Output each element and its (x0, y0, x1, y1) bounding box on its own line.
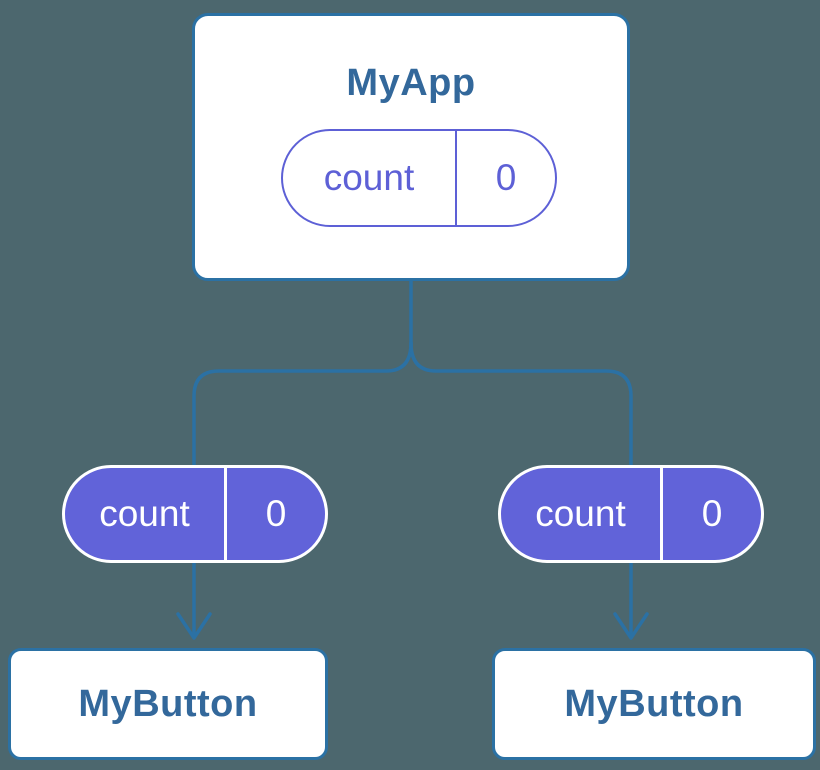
myapp-component-card: MyApp count 0 (192, 13, 630, 281)
arrow-down-icon (176, 612, 212, 640)
state-value: 0 (224, 468, 325, 560)
mybutton-component-card-right: MyButton (492, 648, 816, 760)
mybutton-component-card-left: MyButton (8, 648, 328, 760)
child-state-pill-right: count 0 (498, 465, 764, 563)
component-name: MyButton (564, 682, 744, 725)
branch-left-line (192, 341, 413, 638)
state-value: 0 (660, 468, 761, 560)
root-state-pill: count 0 (281, 129, 557, 227)
state-key-label: count (535, 493, 626, 534)
state-key-label: count (323, 157, 415, 198)
arrow-down-icon (613, 612, 649, 640)
child-state-pill-left: count 0 (62, 465, 328, 563)
component-name: MyButton (78, 682, 258, 725)
component-name: MyApp (346, 62, 476, 104)
branch-right-line (409, 341, 633, 638)
state-key-label: count (99, 493, 190, 534)
state-value: 0 (455, 131, 555, 225)
